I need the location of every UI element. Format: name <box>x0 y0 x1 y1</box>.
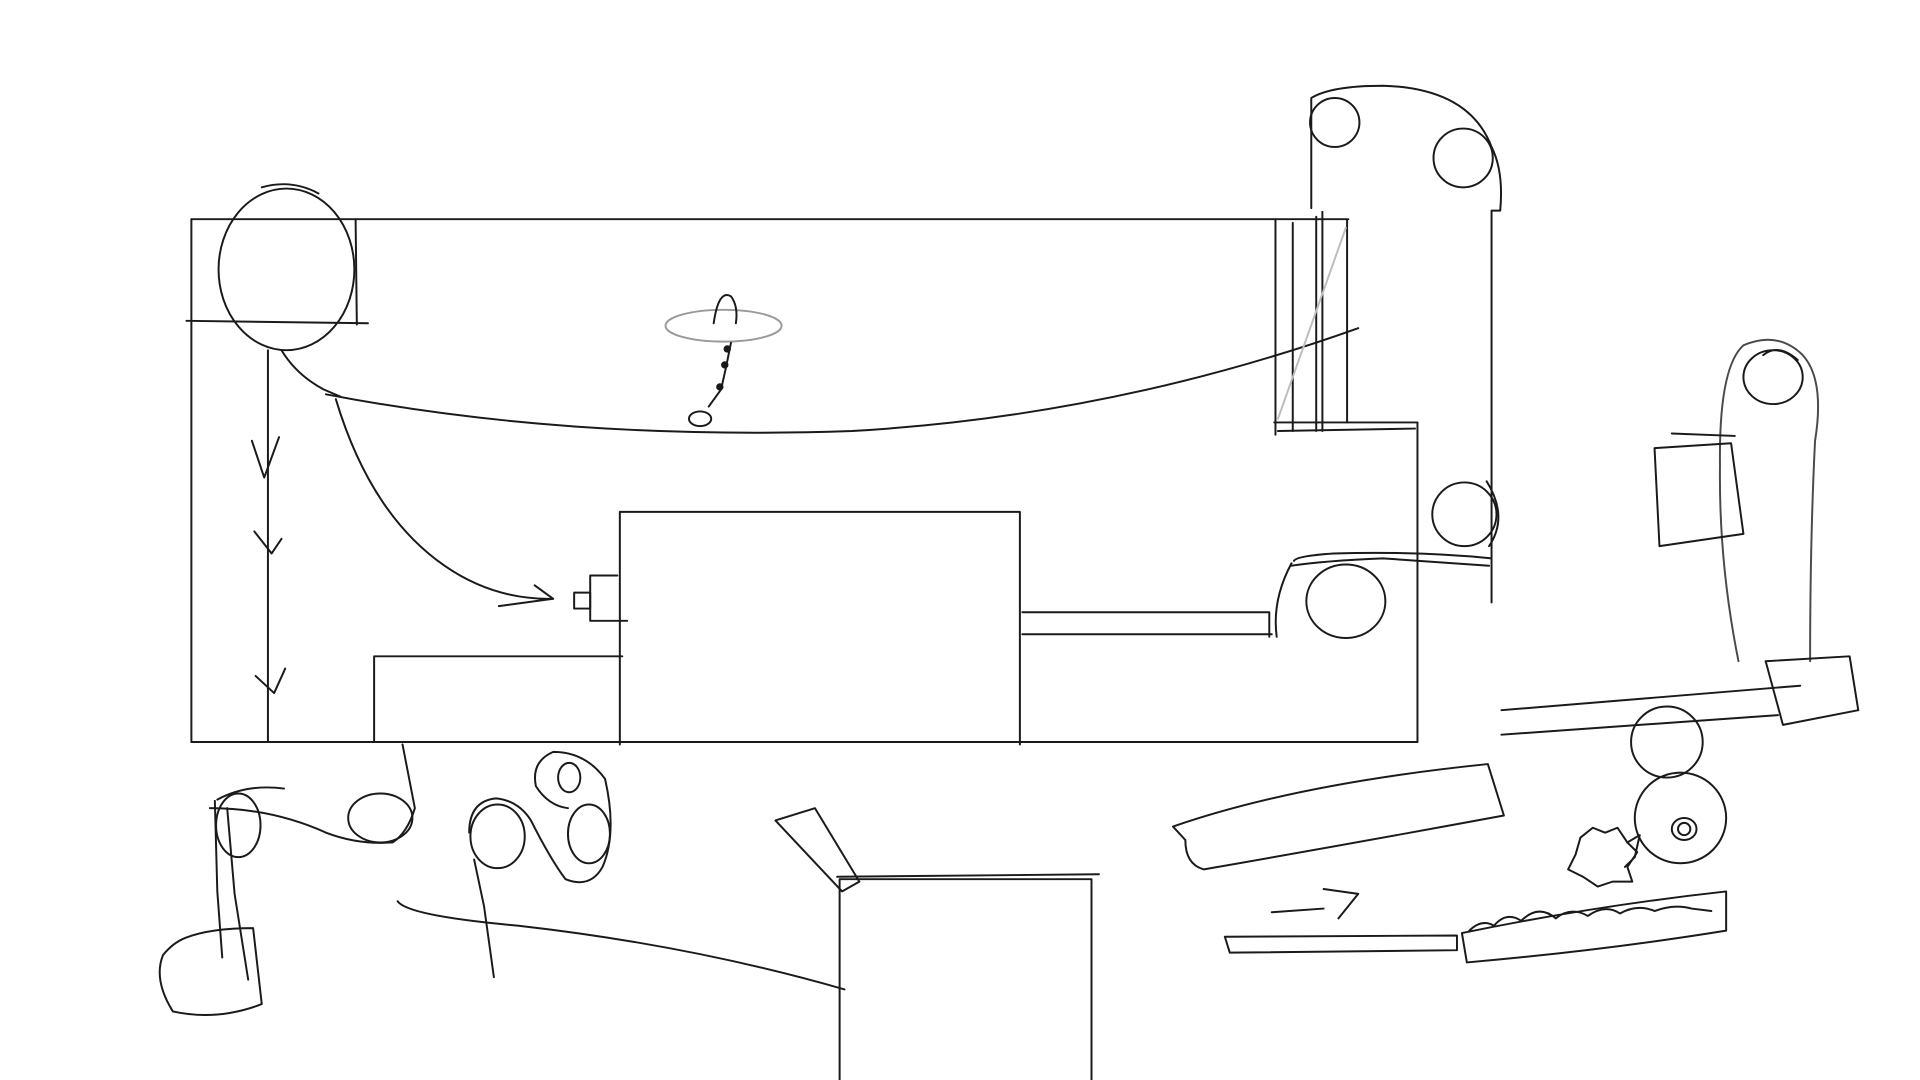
long-slant-line-top <box>1501 686 1800 710</box>
bottom-left-web-down <box>215 801 248 980</box>
bottom-long-curve <box>398 901 845 989</box>
conveyor-roller-hub <box>1672 818 1697 840</box>
connector-tab <box>574 593 590 609</box>
bottom-chute <box>775 808 1098 1080</box>
conveyor-roller-hub-inner <box>1678 823 1690 835</box>
connector-bracket <box>590 576 627 621</box>
chain-dot-1 <box>725 346 730 351</box>
chain-dot-3 <box>717 384 722 389</box>
conveyor-roller-upper <box>1631 707 1703 778</box>
tower-top-web <box>1311 86 1501 603</box>
top-left-box-bottom <box>186 321 368 323</box>
loop-box-top <box>1672 433 1735 435</box>
chute-box-top <box>837 874 1099 876</box>
web-lead-line <box>282 350 341 397</box>
bottom-left-roller-2 <box>348 793 412 842</box>
down-arrow-1 <box>252 437 279 477</box>
conveyor-gear <box>1568 828 1637 887</box>
curved-web-top <box>326 328 1358 433</box>
bottom-right-conveyor <box>1173 686 1800 963</box>
right-roller-large <box>1306 564 1385 637</box>
loop-weight <box>1766 656 1859 725</box>
top-left-roller-assembly <box>186 184 368 397</box>
bottom-left-roller-1 <box>216 793 260 857</box>
hanging-oval <box>666 310 782 342</box>
hanging-weight <box>666 295 782 426</box>
output-bar-top <box>1022 612 1269 636</box>
tower-roller-lower <box>1432 482 1496 546</box>
cluster-down-web <box>474 860 494 978</box>
press-side-step <box>374 656 622 742</box>
right-tower <box>1275 86 1501 638</box>
arrow-right <box>1272 889 1358 918</box>
chute-box <box>840 879 1092 1080</box>
loop-outer <box>1720 340 1818 661</box>
top-left-roller-circle <box>219 189 355 351</box>
loop-box <box>1655 443 1744 546</box>
frame-right-step-double <box>1278 429 1415 431</box>
feed-arrow-head <box>499 585 553 606</box>
right-roller-wrap <box>1276 563 1292 636</box>
cluster-roller-top <box>558 763 580 792</box>
main-frame <box>191 219 1417 742</box>
flat-belt-right <box>1462 891 1726 962</box>
conveyor-gear-linkage <box>1625 835 1640 867</box>
bottom-middle-rollers <box>469 752 610 977</box>
tower-roller-top-right <box>1434 129 1493 188</box>
press-box <box>620 512 1020 745</box>
central-press <box>374 512 1020 745</box>
feed-arrow-curve <box>336 399 553 599</box>
top-left-box-right <box>356 219 357 324</box>
cluster-roller-left <box>470 804 524 868</box>
tower-diagonal <box>1278 228 1346 419</box>
loop-roller <box>1743 350 1802 404</box>
chain-dot-2 <box>722 362 727 367</box>
far-right-loop <box>1655 340 1859 725</box>
hanging-ring <box>689 411 711 426</box>
tower-lower-web-2 <box>1292 558 1490 565</box>
vertical-web-path <box>252 350 285 742</box>
tower-roller-top-left <box>1310 98 1359 147</box>
down-arrow-3 <box>256 669 286 693</box>
bottom-left-rollers <box>160 744 415 1015</box>
flat-belt-left <box>1225 936 1457 953</box>
cluster-roller-right <box>568 804 610 863</box>
press-output-bar <box>1022 612 1271 636</box>
slant-belt <box>1173 764 1504 869</box>
feed-arrow <box>336 399 553 606</box>
